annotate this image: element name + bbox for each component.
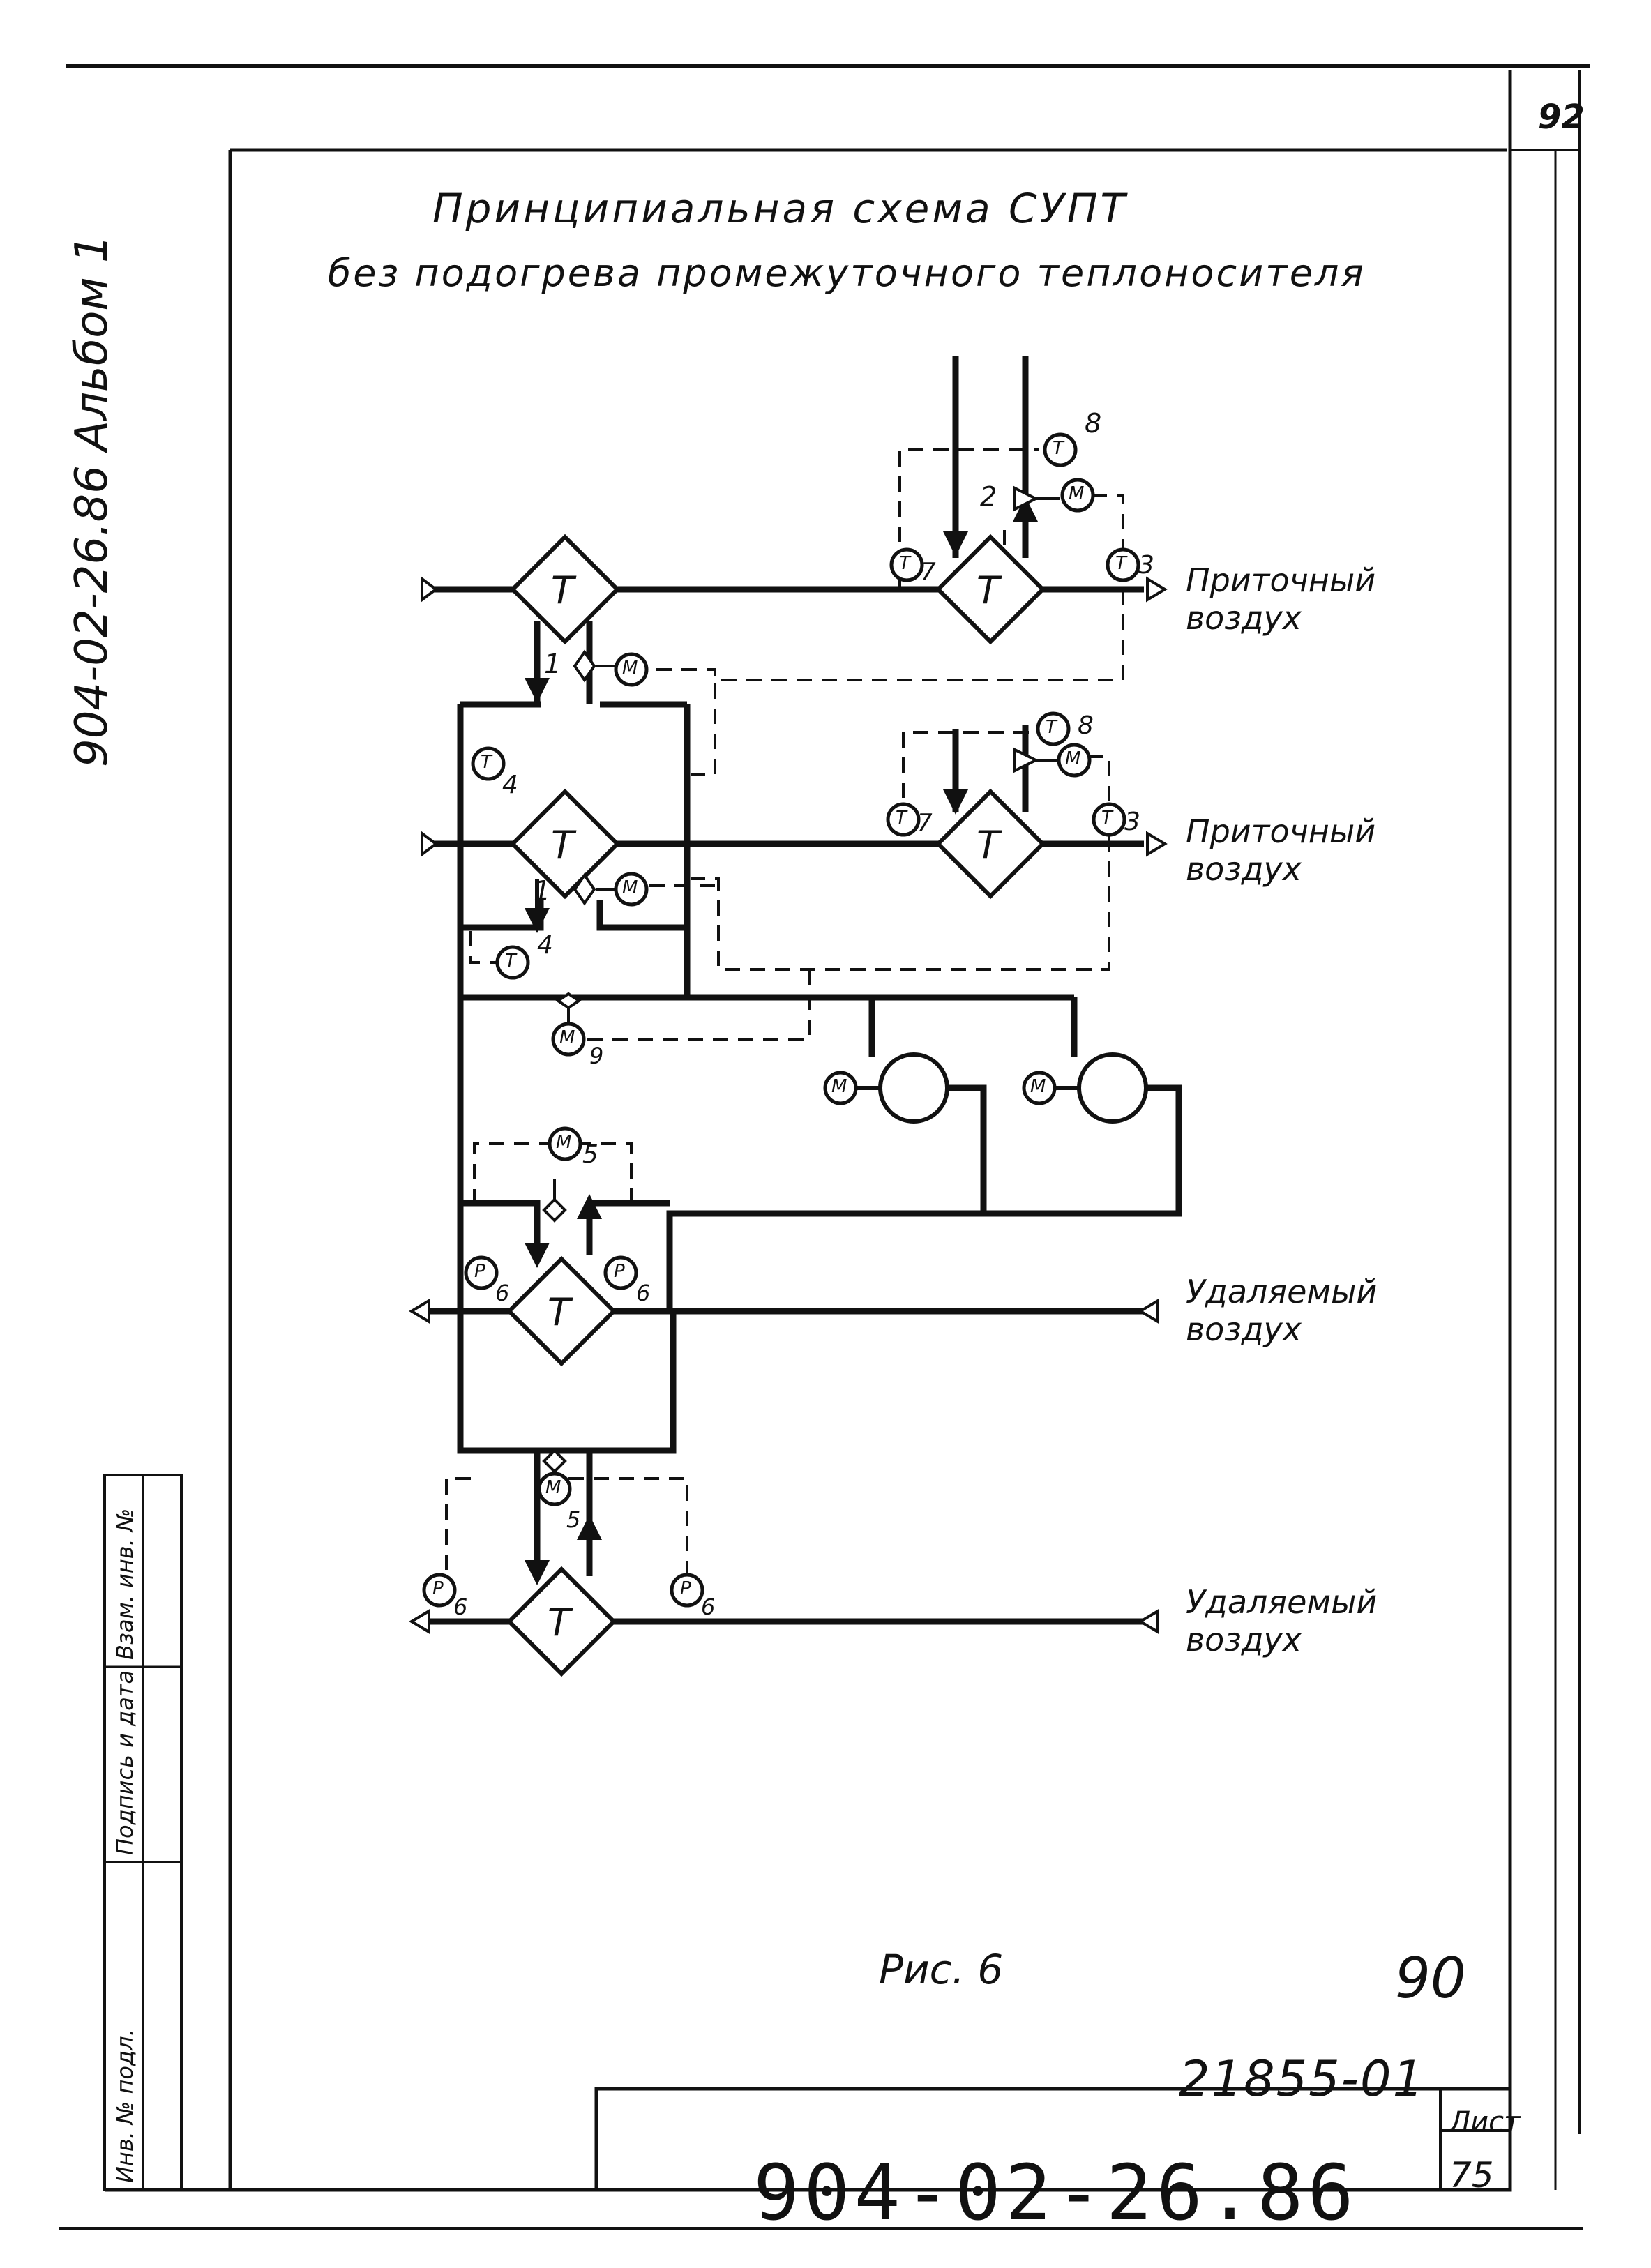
side-table-inventory-number: Инв. № подл.: [112, 2029, 138, 2183]
stamp-document-code: 904-02-26.86: [753, 2148, 1358, 2237]
temp-sensor-symbol: T: [899, 553, 910, 574]
temp-sensor-symbol: T: [505, 951, 516, 972]
instrument-circles: [422, 432, 1140, 1608]
supply-air-label-2: Приточный воздух: [1186, 812, 1376, 888]
valve-number: 1: [534, 875, 551, 906]
sensor-number: 3: [1124, 808, 1140, 836]
heat-exchanger-label: T: [551, 823, 574, 867]
sensor-number: 6: [701, 1594, 716, 1620]
side-table-replacement-inventory: Взам. инв. №: [112, 1508, 138, 1660]
pumps: [854, 1052, 1148, 1124]
valve-number: 2: [980, 481, 997, 512]
registration-number: 21855-01: [1179, 2050, 1426, 2108]
motor-symbol: M: [1069, 483, 1085, 504]
sensor-number: 6: [453, 1594, 468, 1620]
pressure-sensor-symbol: P: [432, 1578, 444, 1599]
valves: [542, 485, 1039, 1474]
side-document-code: 904-02-26.86 Альбом 1: [66, 234, 118, 767]
pressure-sensor-symbol: P: [614, 1261, 625, 1282]
sensor-number: 8: [1085, 408, 1102, 439]
motor-symbol: M: [622, 658, 638, 679]
motor-symbol: M: [622, 877, 638, 898]
side-table-signature-date: Подпись и дата: [112, 1670, 138, 1855]
sheet-frame: [59, 64, 1590, 2230]
motor-number: 9: [589, 1043, 604, 1069]
sensor-number: 6: [636, 1280, 651, 1306]
sensor-number: 7: [921, 558, 936, 586]
temp-sensor-symbol: T: [1101, 808, 1113, 829]
temp-sensor-symbol: T: [481, 752, 492, 773]
diagram-title-line2: без подогрева промежуточного теплоносите…: [328, 251, 1366, 295]
motor-number: 5: [566, 1506, 581, 1533]
diagram-title-line1: Принципиальная схема СУПТ: [432, 185, 1128, 232]
motor-symbol: M: [545, 1477, 561, 1498]
heat-exchanger-label: T: [548, 1290, 571, 1334]
motor-symbol: M: [559, 1027, 575, 1048]
sensor-number: 7: [917, 809, 933, 837]
temp-sensor-symbol: T: [896, 808, 907, 829]
sensor-number: 4: [537, 931, 553, 960]
sensor-number: 6: [495, 1280, 510, 1306]
temp-sensor-symbol: T: [1046, 717, 1057, 738]
pressure-sensor-symbol: P: [474, 1261, 485, 1282]
pipes: [422, 356, 1182, 1625]
motor-symbol: M: [556, 1132, 572, 1153]
supply-air-label-1: Приточный воздух: [1186, 561, 1376, 637]
heat-exchanger-label: T: [548, 1601, 571, 1645]
heat-exchangers: [506, 534, 1046, 1677]
sensor-number: 4: [502, 771, 518, 799]
heat-exchanger-label: T: [977, 568, 1000, 612]
sensor-number: 8: [1078, 711, 1094, 740]
temp-sensor-symbol: T: [1115, 553, 1126, 574]
valve-number: 1: [544, 649, 561, 679]
sensor-number: 3: [1138, 551, 1154, 580]
motor-symbol: M: [831, 1076, 847, 1097]
motor-number: 5: [582, 1140, 598, 1169]
temp-sensor-symbol: T: [1053, 438, 1064, 459]
flow-arrows: [525, 488, 1038, 1585]
motor-symbol: M: [1030, 1076, 1046, 1097]
duct-end-arrows: [409, 576, 1168, 1635]
motor-symbol: M: [1065, 748, 1081, 769]
stamp-sheet-number: 75: [1449, 2155, 1494, 2195]
handwritten-page-number: 90: [1395, 1946, 1466, 2011]
stamp-sheet-label: Лист: [1449, 2106, 1521, 2138]
sheet-mark: 92: [1538, 98, 1585, 137]
figure-caption: Рис. 6: [879, 1946, 1004, 1993]
control-lines: [445, 448, 1124, 1573]
exhaust-air-label-1: Удаляемый воздух: [1186, 1273, 1378, 1348]
heat-exchanger-label: T: [977, 823, 1000, 867]
pressure-sensor-symbol: P: [680, 1578, 691, 1599]
heat-exchanger-label: T: [551, 568, 574, 612]
exhaust-air-label-2: Удаляемый воздух: [1186, 1583, 1378, 1658]
